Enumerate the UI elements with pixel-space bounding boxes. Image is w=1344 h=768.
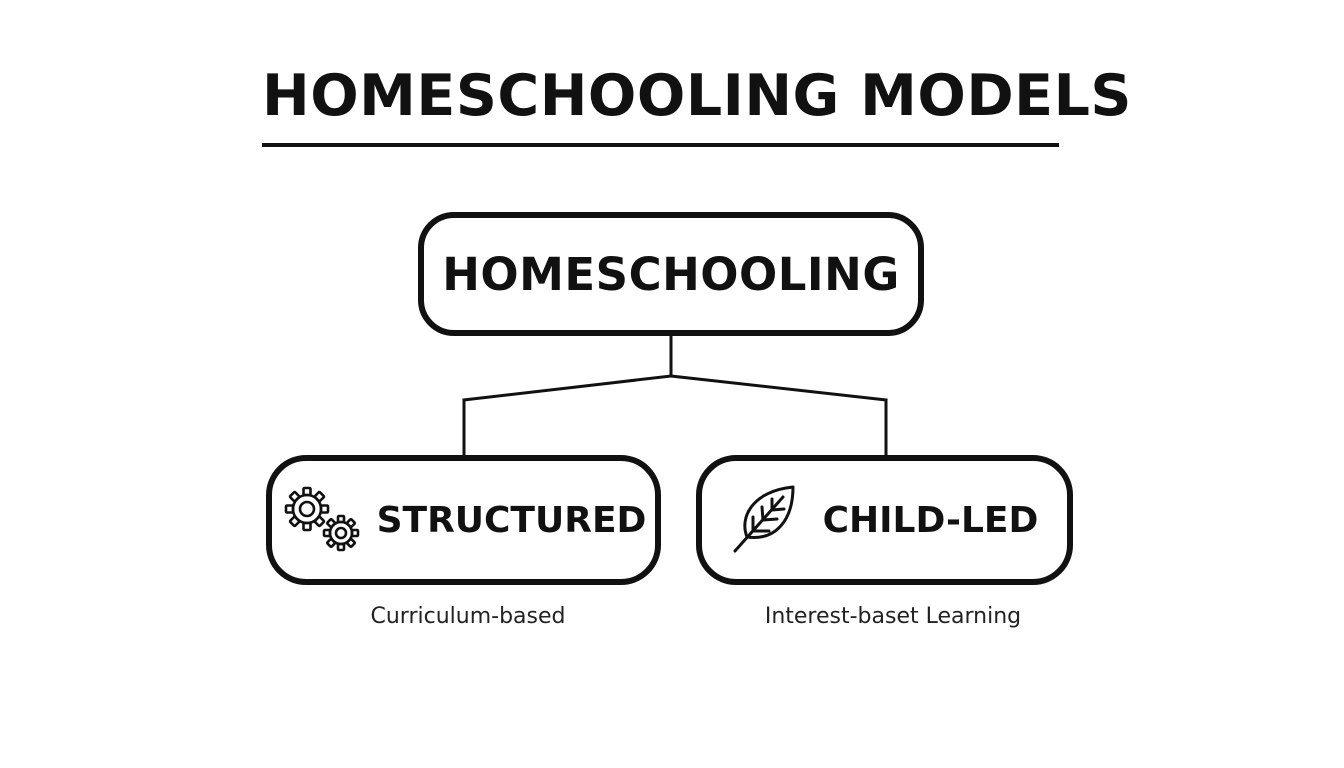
diagram-title: HOMESCHOOLING MODELS xyxy=(262,63,1132,129)
caption-child-led: Interest-baset Learning xyxy=(764,604,1022,629)
branch-left-line xyxy=(462,374,673,402)
child-node-structured: STRUCTURED xyxy=(266,455,661,585)
child-node-label-child-led: CHILD-LED xyxy=(822,499,1039,541)
title-underline xyxy=(262,143,1059,147)
child-node-child-led: CHILD-LED xyxy=(696,455,1073,585)
leaf-icon xyxy=(731,481,801,559)
branch-right-line xyxy=(669,374,888,402)
child-node-label-structured: STRUCTURED xyxy=(376,499,647,541)
caption-structured: Curriculum-based xyxy=(370,604,566,629)
gears-icon xyxy=(281,481,363,559)
root-node-homeschooling: HOMESCHOOLING xyxy=(418,212,924,336)
root-node-label: HOMESCHOOLING xyxy=(442,247,900,301)
